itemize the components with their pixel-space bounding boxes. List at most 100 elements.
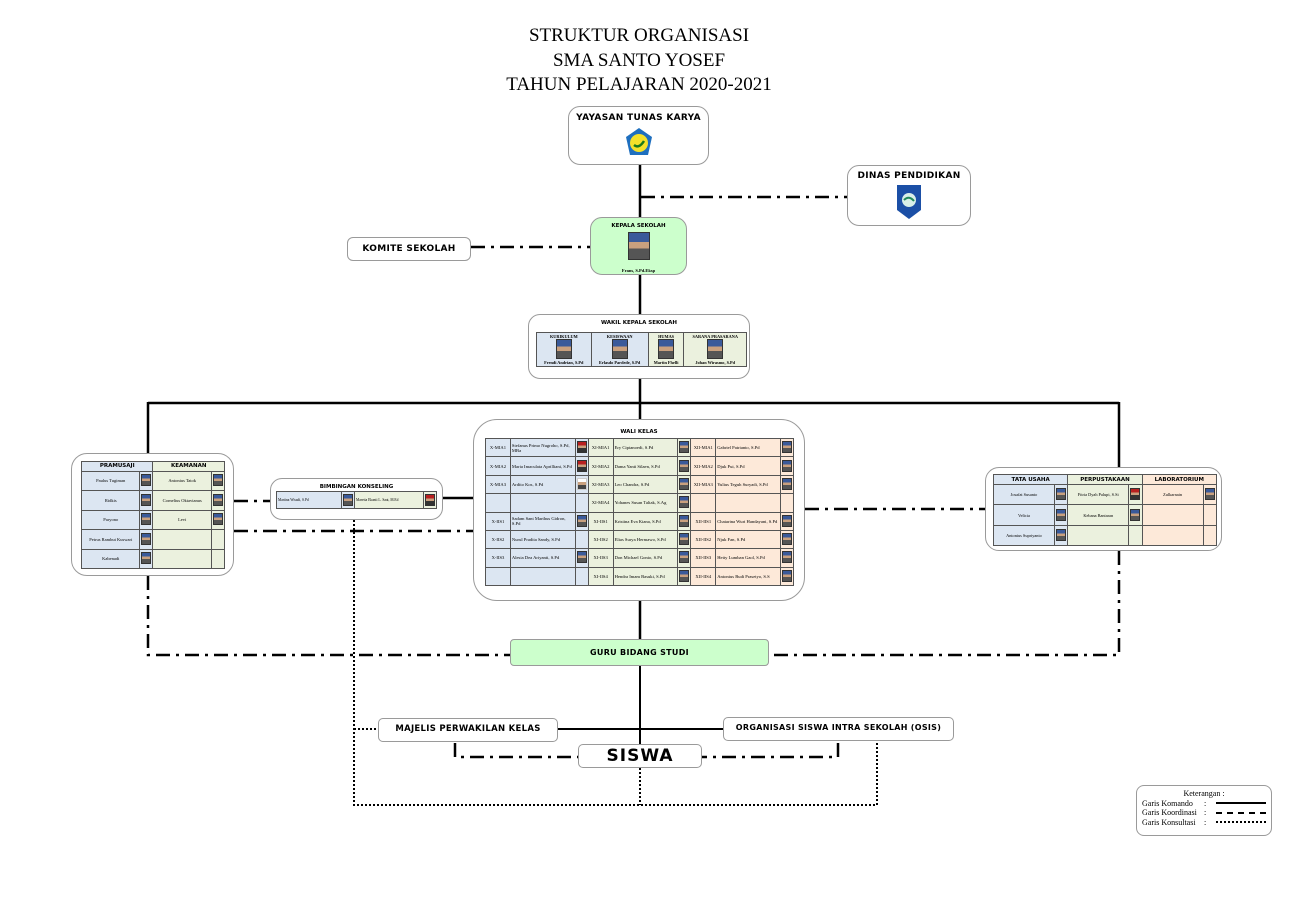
class-code-10: X-MIA2 (485, 456, 511, 476)
person-photo-icon (781, 569, 792, 582)
homeroom-teacher-10: Maria Imaculata Aprilliani, S.Pd (509, 456, 576, 476)
laboratorium-name (1141, 524, 1204, 547)
homeroom-teacher-10: Ardito Kos, S.Pd (509, 474, 576, 495)
person-photo-icon (611, 339, 628, 359)
kepala-name: Frans, S.Pd.Eksp (621, 268, 656, 273)
person-photo-icon (141, 493, 152, 506)
photo-cell (139, 490, 154, 511)
class-code-12: XII-MIA1 (690, 437, 717, 458)
pramusaji-name: Ridkis (80, 490, 141, 511)
person-photo-icon (679, 477, 690, 490)
photo-cell (779, 566, 795, 587)
legend-line-solid (1216, 802, 1266, 805)
legend-item: Garis Komando: (1142, 799, 1271, 809)
class-code-12: XII-IIS4 (690, 566, 717, 587)
person-photo-icon (576, 514, 587, 527)
provincial-shield-icon (896, 184, 922, 220)
class-code-11: XI-IIS4 (587, 566, 614, 587)
homeroom-teacher-10 (509, 566, 576, 587)
keamanan-name (152, 529, 212, 550)
class-code-10: X-MIA1 (485, 437, 511, 458)
keamanan-name: Cornelius Oktavianus (152, 490, 212, 511)
class-code-11: XI-MIA1 (587, 437, 614, 458)
bk-label: BIMBINGAN KONSELING (319, 484, 394, 490)
yayasan-box: YAYASAN TUNAS KARYA (568, 106, 709, 165)
person-photo-icon (679, 496, 690, 509)
tatausaha-name: Antonius Supriyanto (993, 524, 1055, 547)
person-photo-icon (679, 441, 690, 454)
line-osis-siswa (702, 743, 840, 759)
person-photo-icon (781, 477, 792, 490)
photo-cell (574, 529, 589, 550)
photo-cell (677, 474, 692, 495)
photo-cell (677, 529, 692, 550)
photo-cell (574, 548, 589, 568)
person-photo-icon (707, 339, 724, 359)
person-photo-icon (425, 493, 435, 506)
tatausaha-name: Veliciа (993, 504, 1055, 526)
person-photo-icon (679, 569, 690, 582)
class-code-10: X-IIS3 (485, 548, 511, 568)
photo-cell (1053, 524, 1069, 547)
homeroom-teacher-10: Alesia Dea Ariyanti, S.Pd (509, 548, 576, 568)
pramusaji-name: Kabenadi (80, 548, 141, 570)
photo-cell (779, 456, 795, 476)
legend-label: Garis Konsultasi (1142, 817, 1196, 827)
homeroom-teacher-11: Yohanes Susan Taltak, S.Ag (612, 493, 679, 513)
homeroom-teacher-11: Elias Surya Hermawo, S.Pd (612, 529, 679, 550)
photo-cell (1053, 504, 1069, 526)
person-photo-icon (212, 474, 223, 487)
homeroom-teacher-11: Kristina Eva Kiana, S.Pd (612, 511, 679, 531)
tatausaha-header: TATA USAHA (992, 473, 1069, 486)
yayasan-label: YAYASAN TUNAS KARYA (576, 113, 701, 123)
person-photo-icon (679, 514, 690, 527)
photo-cell (139, 470, 154, 492)
photo-cell (139, 529, 154, 550)
walikelas-label: WALI KELAS (620, 429, 658, 435)
homeroom-teacher-11: Ery Ciptanoedi, S.Pd (612, 437, 679, 458)
class-code-10: X-IIS2 (485, 529, 511, 550)
mpk-label: MAJELIS PERWAKILAN KELAS (395, 724, 541, 734)
class-code-11: XI-IIS1 (587, 511, 614, 531)
photo-cell (574, 437, 589, 458)
photo-cell (210, 548, 226, 570)
photo-cell (210, 529, 226, 550)
photo-cell (779, 511, 795, 531)
photo-cell (1128, 484, 1143, 506)
homeroom-teacher-12: Njuk Fan, S.Pd (715, 529, 781, 550)
komite-box: KOMITE SEKOLAH (347, 237, 471, 261)
person-photo-icon (212, 513, 223, 526)
photo-cell (779, 548, 795, 568)
person-photo-icon (141, 474, 152, 487)
title-line-3: TAHUN PELAJARAN 2020-2021 (506, 74, 772, 95)
person-photo-icon (679, 533, 690, 546)
pramusaji-name: Paulus Tugiman (80, 470, 141, 492)
person-photo-icon (141, 532, 152, 545)
pramusaji-name: Petrus Rambut Kuswari (80, 529, 141, 550)
person-photo-icon (781, 441, 792, 454)
photo-cell (1202, 484, 1218, 506)
person-photo-icon (781, 551, 792, 564)
staff-row: Kabenadi (80, 548, 226, 570)
line-right-guru (768, 551, 1121, 657)
staff-row: Antonius Supriyanto (993, 524, 1218, 547)
photo-cell (1053, 484, 1069, 506)
laboratorium-name (1141, 504, 1204, 526)
komite-label: KOMITE SEKOLAH (362, 244, 456, 254)
legend-line-dotted (1216, 821, 1266, 824)
person-photo-icon (781, 514, 792, 527)
dinas-box: DINAS PENDIDIKAN (847, 165, 971, 226)
siswa-box: SISWA (578, 744, 702, 768)
homeroom-teacher-12: Chatarina Wuri Handayani, S.Pd (715, 511, 781, 531)
